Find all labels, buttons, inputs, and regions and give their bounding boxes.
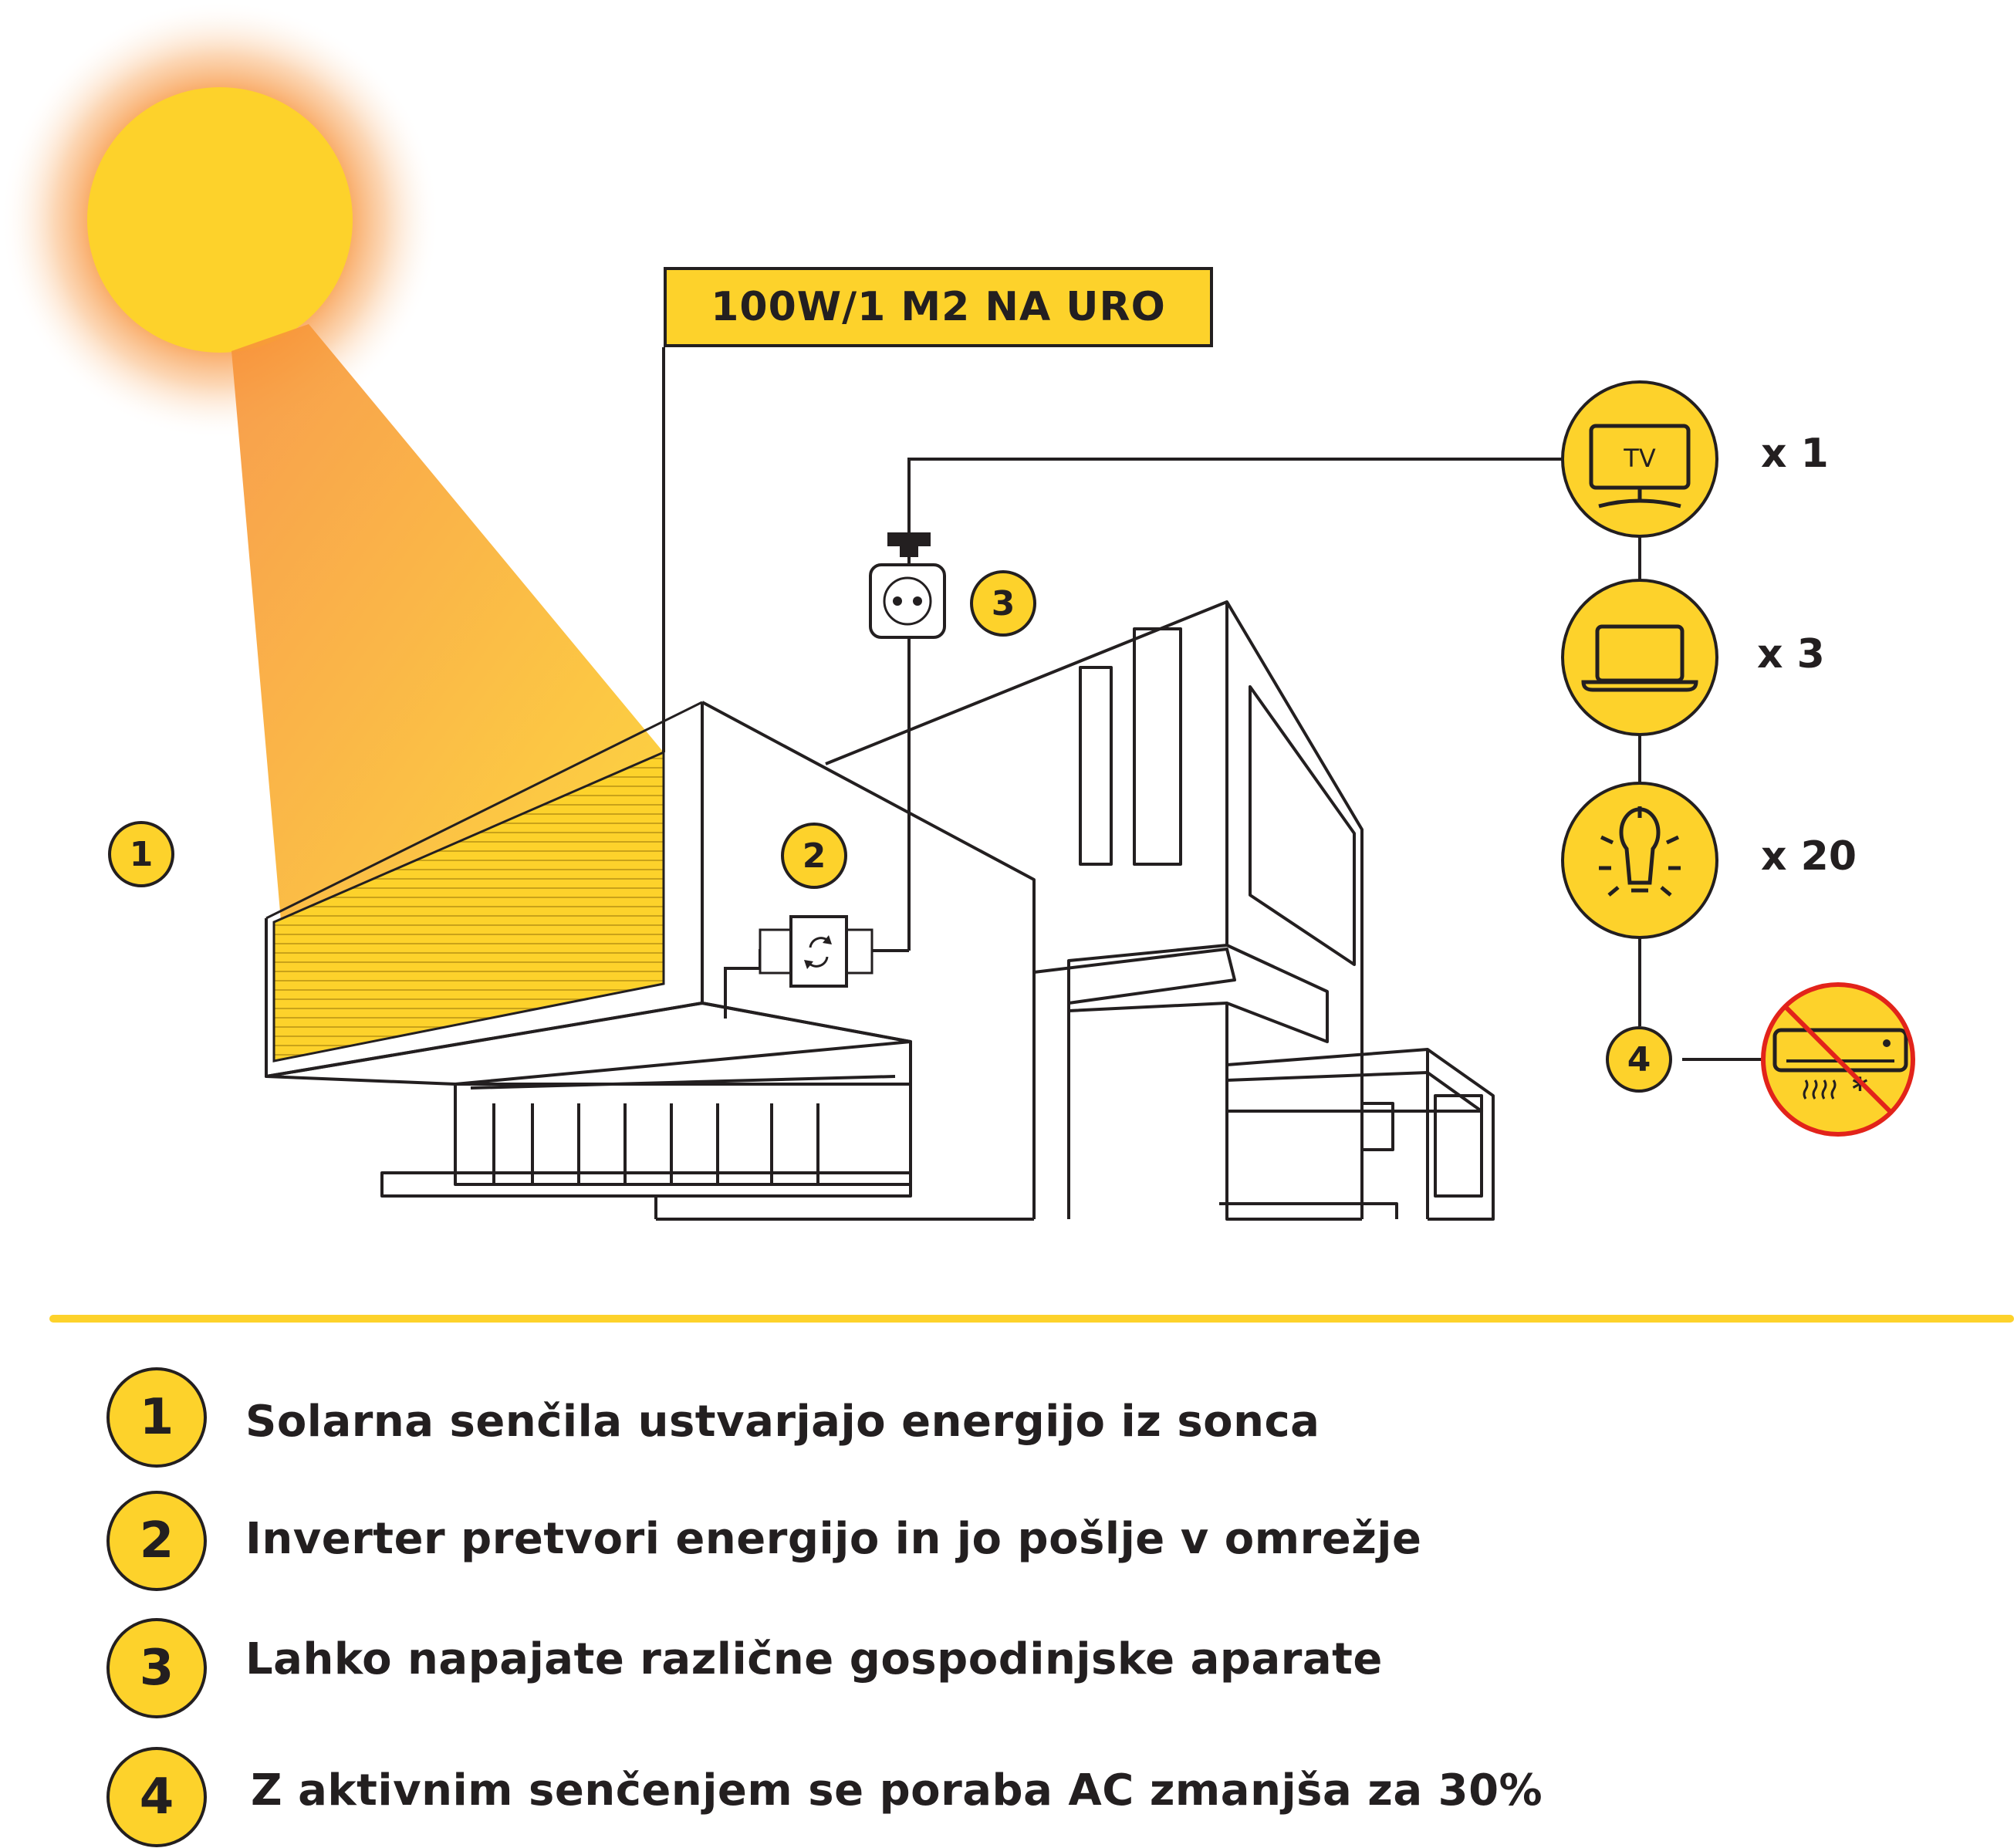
svg-text:*: * — [1852, 1072, 1868, 1107]
light-bulb-icon — [1561, 782, 1718, 939]
light-bulb-count: x 20 — [1761, 833, 1857, 880]
section-divider — [49, 1315, 2014, 1323]
legend-text-4: Z aktivnim senčenjem se poraba AC zmanjš… — [251, 1765, 1543, 1816]
marker-3: 3 — [970, 570, 1036, 637]
marker-2: 2 — [781, 823, 847, 889]
solar-shading-panel — [265, 701, 703, 1063]
legend-number-3: 3 — [106, 1618, 207, 1718]
legend-number-4: 4 — [106, 1747, 207, 1847]
air-conditioner-crossed-icon: * — [1761, 982, 1915, 1137]
tv-icon-label: TV — [1623, 444, 1656, 473]
legend-number-2: 2 — [106, 1491, 207, 1591]
laptop-icon — [1561, 579, 1718, 736]
solar-house-diagram: TV * — [0, 0, 1915, 1221]
marker-4: 4 — [1606, 1026, 1672, 1093]
marker-1: 1 — [108, 821, 174, 887]
power-outlet-icon — [869, 532, 946, 639]
legend-text-2: Inverter pretvori energijo in jo pošlje … — [245, 1514, 1422, 1564]
legend-text-1: Solarna senčila ustvarjajo energijo iz s… — [245, 1397, 1320, 1447]
legend-text-3: Lahko napajate različne gospodinjske apa… — [245, 1634, 1383, 1684]
sun-icon — [0, 0, 440, 440]
house-outline — [265, 600, 1495, 1221]
tv-count: x 1 — [1761, 431, 1829, 477]
power-label-box: 100W/1 M2 NA URO — [664, 267, 1213, 347]
sun-beam — [231, 324, 664, 930]
legend-number-1: 1 — [106, 1367, 207, 1468]
laptop-count: x 3 — [1757, 631, 1825, 677]
tv-icon: TV — [1561, 380, 1718, 538]
inverter-icon — [759, 915, 874, 988]
